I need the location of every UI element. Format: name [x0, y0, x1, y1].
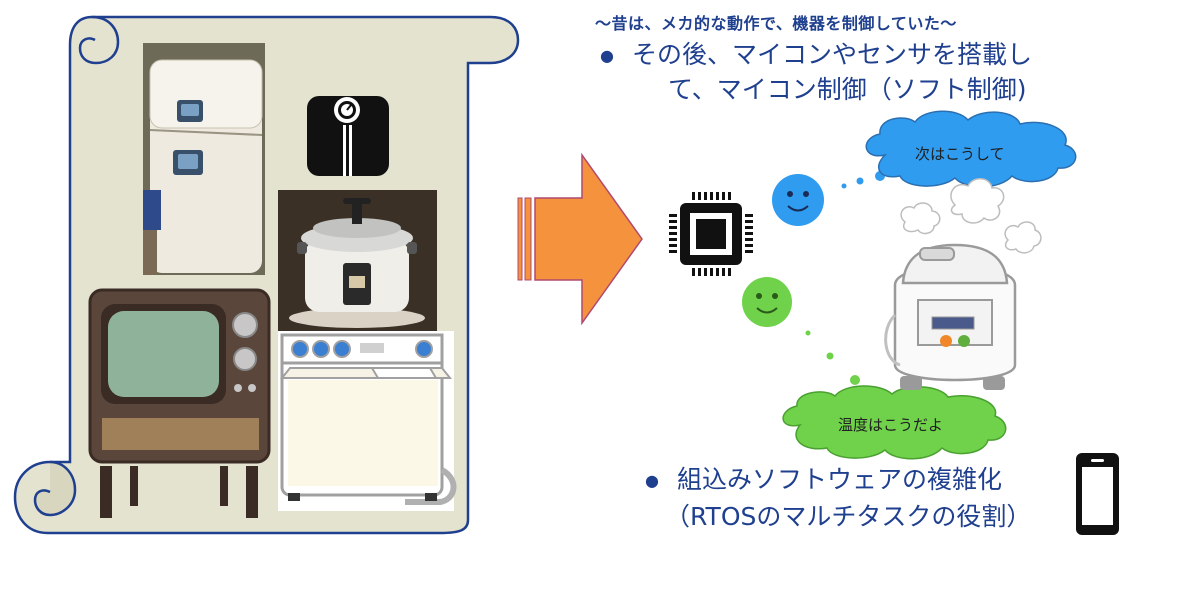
bubble-bottom-text: 温度はこうだよ [838, 416, 944, 434]
thought-dots-blue [841, 171, 885, 189]
bullet-one-marker: ● [600, 46, 614, 65]
television-illustration [88, 288, 271, 518]
bullet-two-text-line1: 組込みソフトウェアの複雑化 [677, 465, 1003, 494]
bullet-two-line1: ● 組込みソフトウェアの複雑化 [645, 462, 1031, 499]
bubble-top-text: 次はこうして [915, 145, 1005, 163]
bullet-one-text-line2: て、マイコン制御（ソフト制御) [668, 75, 1027, 104]
rice-cooker-photo [278, 190, 437, 332]
bullet-two-text-line2: （RTOSのマルチタスクの役割） [665, 502, 1032, 531]
microchip-icon [669, 192, 753, 276]
page-heading: ～昔は、メカ的な動作で、機器を制御していた～ [595, 14, 957, 33]
thought-dots-green [805, 330, 860, 385]
smartphone-icon [1076, 453, 1119, 535]
rice-cooker-illustration [884, 243, 1017, 390]
washing-machine-illustration [278, 331, 457, 511]
bullet-one-line1: ● その後、マイコンやセンサを搭載し [600, 38, 1032, 73]
scale-icon [307, 96, 389, 176]
thought-cloud-blue [865, 110, 1077, 188]
bullet-two-marker: ● [645, 471, 659, 490]
green-smiley-icon [742, 277, 792, 327]
thought-cloud-green [782, 385, 1007, 460]
right-arrow [517, 152, 643, 326]
bullet-one: ● その後、マイコンやセンサを搭載し て、マイコン制御（ソフト制御) [600, 38, 1032, 107]
bullet-two: ● 組込みソフトウェアの複雑化 （RTOSのマルチタスクの役割） [645, 462, 1031, 535]
blue-smiley-icon [772, 174, 824, 226]
steam-clouds [900, 178, 1042, 254]
refrigerator-photo [143, 43, 265, 275]
bullet-one-text-line1: その後、マイコンやセンサを搭載し [632, 40, 1033, 69]
